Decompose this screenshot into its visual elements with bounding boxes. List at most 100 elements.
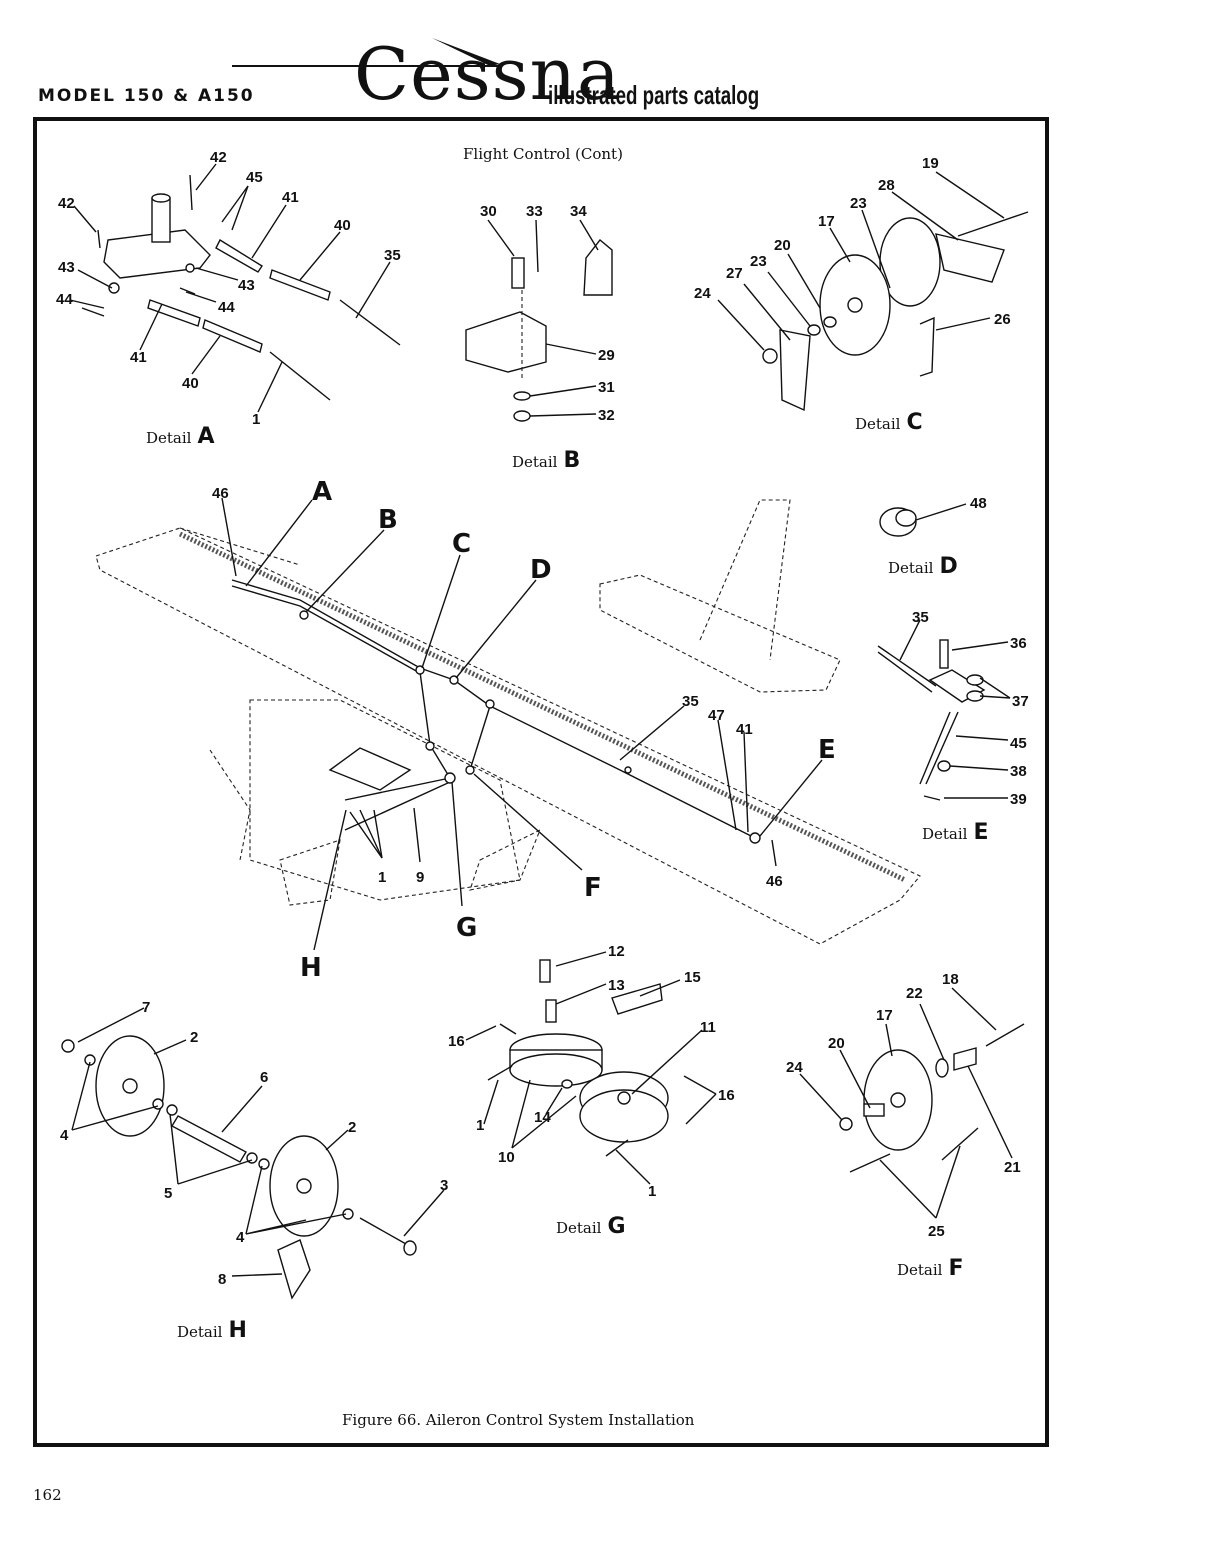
callout: 3 bbox=[440, 1177, 448, 1194]
callouts-a: 42 45 42 41 40 35 43 43 44 44 41 40 1 bbox=[56, 149, 401, 428]
page-number: 162 bbox=[33, 1486, 62, 1504]
callout: 7 bbox=[142, 999, 150, 1016]
callout: 1 bbox=[476, 1117, 484, 1134]
callout: 43 bbox=[58, 259, 75, 276]
detail-e-leaders bbox=[899, 619, 1011, 799]
callout: 13 bbox=[608, 977, 625, 994]
callout: 6 bbox=[260, 1069, 268, 1086]
model-label: MODEL 150 & A150 bbox=[38, 86, 255, 106]
callout: 41 bbox=[282, 189, 299, 206]
callouts-c: 19 28 23 17 20 23 27 24 26 bbox=[694, 155, 1011, 328]
callout: 36 bbox=[1010, 635, 1027, 652]
callouts-h: 7 2 6 4 2 5 3 4 8 bbox=[60, 999, 448, 1288]
detail-h-drawing bbox=[61, 1035, 417, 1300]
callout: 23 bbox=[850, 195, 867, 212]
detail-a-leaders bbox=[69, 163, 391, 413]
callout: 21 bbox=[1004, 1159, 1021, 1176]
callout: 37 bbox=[1012, 693, 1029, 710]
callout: 28 bbox=[878, 177, 895, 194]
callout: 4 bbox=[236, 1229, 245, 1246]
callout: 44 bbox=[56, 291, 73, 308]
callout: 16 bbox=[448, 1033, 465, 1050]
callout: 32 bbox=[598, 407, 615, 424]
callouts-e: 35 36 37 45 38 39 bbox=[912, 609, 1029, 808]
callout: 45 bbox=[246, 169, 263, 186]
callout: 1 bbox=[648, 1183, 656, 1200]
callout: 24 bbox=[786, 1059, 803, 1076]
callout: 27 bbox=[726, 265, 743, 282]
callout: 44 bbox=[218, 299, 235, 316]
callout: 35 bbox=[384, 247, 401, 264]
callout: 41 bbox=[736, 721, 753, 738]
callout: 33 bbox=[526, 203, 543, 220]
callout: H bbox=[300, 953, 322, 983]
figure-caption: Figure 66. Aileron Control System Instal… bbox=[342, 1411, 695, 1429]
callout: 45 bbox=[1010, 735, 1027, 752]
callouts-main: 46 A B C D 35 47 41 E 1 9 F G H 46 bbox=[212, 477, 836, 983]
callout: 39 bbox=[1010, 791, 1027, 808]
logo-wordmark: Cessna bbox=[354, 32, 621, 116]
callout: 8 bbox=[218, 1271, 226, 1288]
callout: 42 bbox=[210, 149, 227, 166]
callout: 5 bbox=[164, 1185, 172, 1202]
callout: 47 bbox=[708, 707, 725, 724]
callout: 23 bbox=[750, 253, 767, 270]
callout: 2 bbox=[190, 1029, 198, 1046]
callout: 46 bbox=[766, 873, 783, 890]
callout: 40 bbox=[334, 217, 351, 234]
detail-c-drawing bbox=[762, 211, 1029, 412]
callouts-b: 30 33 34 29 31 32 bbox=[480, 203, 615, 424]
detail-h-leaders bbox=[71, 1007, 445, 1277]
callout: 19 bbox=[922, 155, 939, 172]
callout: A bbox=[312, 477, 332, 507]
callout: B bbox=[378, 505, 398, 535]
callout: 40 bbox=[182, 375, 199, 392]
callout: 15 bbox=[684, 969, 701, 986]
callout: 46 bbox=[212, 485, 229, 502]
callout: 9 bbox=[416, 869, 424, 886]
callout: 25 bbox=[928, 1223, 945, 1240]
callout: D bbox=[530, 555, 552, 585]
detail-b-drawing bbox=[465, 238, 613, 422]
callout: 22 bbox=[906, 985, 923, 1002]
callout: E bbox=[818, 735, 836, 765]
callout: 31 bbox=[598, 379, 615, 396]
detail-e-drawing bbox=[877, 639, 986, 801]
detail-g-leaders bbox=[465, 951, 717, 1185]
callout: F bbox=[584, 873, 602, 903]
callout: 10 bbox=[498, 1149, 515, 1166]
catalog-title: illustrated parts catalog bbox=[548, 80, 760, 110]
callout: 20 bbox=[828, 1035, 845, 1052]
callout: 38 bbox=[1010, 763, 1027, 780]
callout: 11 bbox=[700, 1019, 716, 1036]
callout: 1 bbox=[378, 869, 386, 886]
callout: 17 bbox=[876, 1007, 893, 1024]
callout: 12 bbox=[608, 943, 625, 960]
detail-f-leaders bbox=[799, 987, 1013, 1219]
callout: 18 bbox=[942, 971, 959, 988]
detail-g-drawing bbox=[487, 959, 669, 1157]
callout: 41 bbox=[130, 349, 147, 366]
aileron-cable-run bbox=[231, 579, 761, 844]
callout: 26 bbox=[994, 311, 1011, 328]
cessna-logo: Cessna bbox=[232, 30, 752, 120]
callout: 20 bbox=[774, 237, 791, 254]
callouts-g: 12 13 15 16 11 16 14 10 1 1 bbox=[448, 943, 735, 1200]
callout: G bbox=[456, 913, 477, 943]
logo-swoosh-icon bbox=[232, 38, 502, 67]
section-title: Flight Control (Cont) bbox=[463, 145, 623, 163]
callout: 16 bbox=[718, 1087, 735, 1104]
detail-d-drawing bbox=[879, 503, 967, 537]
detail-f-drawing bbox=[839, 1023, 1025, 1173]
callout: 42 bbox=[58, 195, 75, 212]
figure-frame bbox=[33, 117, 1049, 1447]
callout: 48 bbox=[970, 495, 987, 512]
callout: 30 bbox=[480, 203, 497, 220]
detail-c-leaders bbox=[717, 171, 1005, 351]
